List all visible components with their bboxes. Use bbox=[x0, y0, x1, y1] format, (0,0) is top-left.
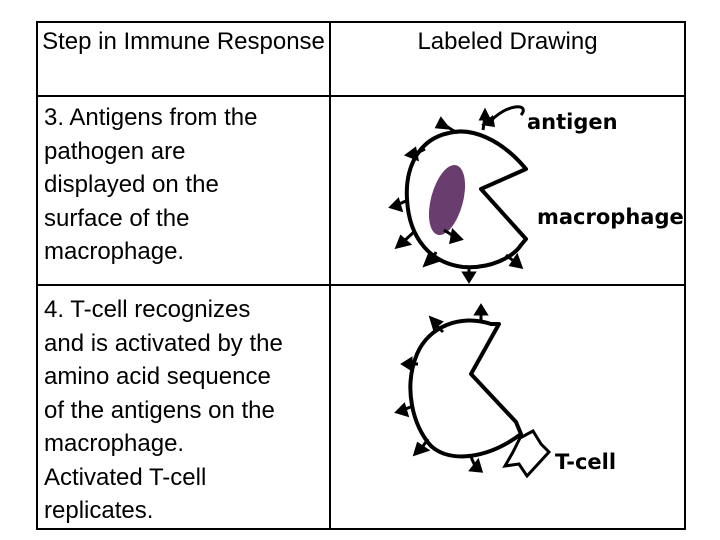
antigen-label: antigen bbox=[527, 110, 618, 134]
engulfed-pathogen bbox=[428, 164, 466, 236]
surface-antigens-2 bbox=[394, 303, 489, 473]
step-4-text: 4. T-cell recognizes and is activated by… bbox=[44, 296, 283, 524]
antigen-pointer-head bbox=[481, 115, 495, 127]
surface-antigens bbox=[388, 107, 524, 284]
t-cell bbox=[502, 429, 552, 479]
tcell-label: T-cell bbox=[555, 450, 616, 474]
column-divider bbox=[329, 21, 331, 530]
macrophage-outline bbox=[404, 129, 528, 270]
macrophage-label: macrophage bbox=[537, 205, 684, 229]
response-table bbox=[36, 21, 686, 530]
row-divider bbox=[36, 284, 686, 286]
step-column-header: Step in Immune Response bbox=[42, 28, 325, 55]
header-divider bbox=[36, 95, 686, 97]
tcell-activation-drawing: T-cell bbox=[394, 303, 616, 479]
drawing-column-header: Labeled Drawing bbox=[417, 28, 598, 55]
macrophage-outline-2 bbox=[408, 318, 523, 459]
step-3-text: 3. Antigens from the pathogen are displa… bbox=[44, 104, 258, 265]
macrophage-antigen-drawing: antigen macrophage bbox=[388, 105, 684, 284]
antigen-pointer bbox=[487, 105, 525, 124]
